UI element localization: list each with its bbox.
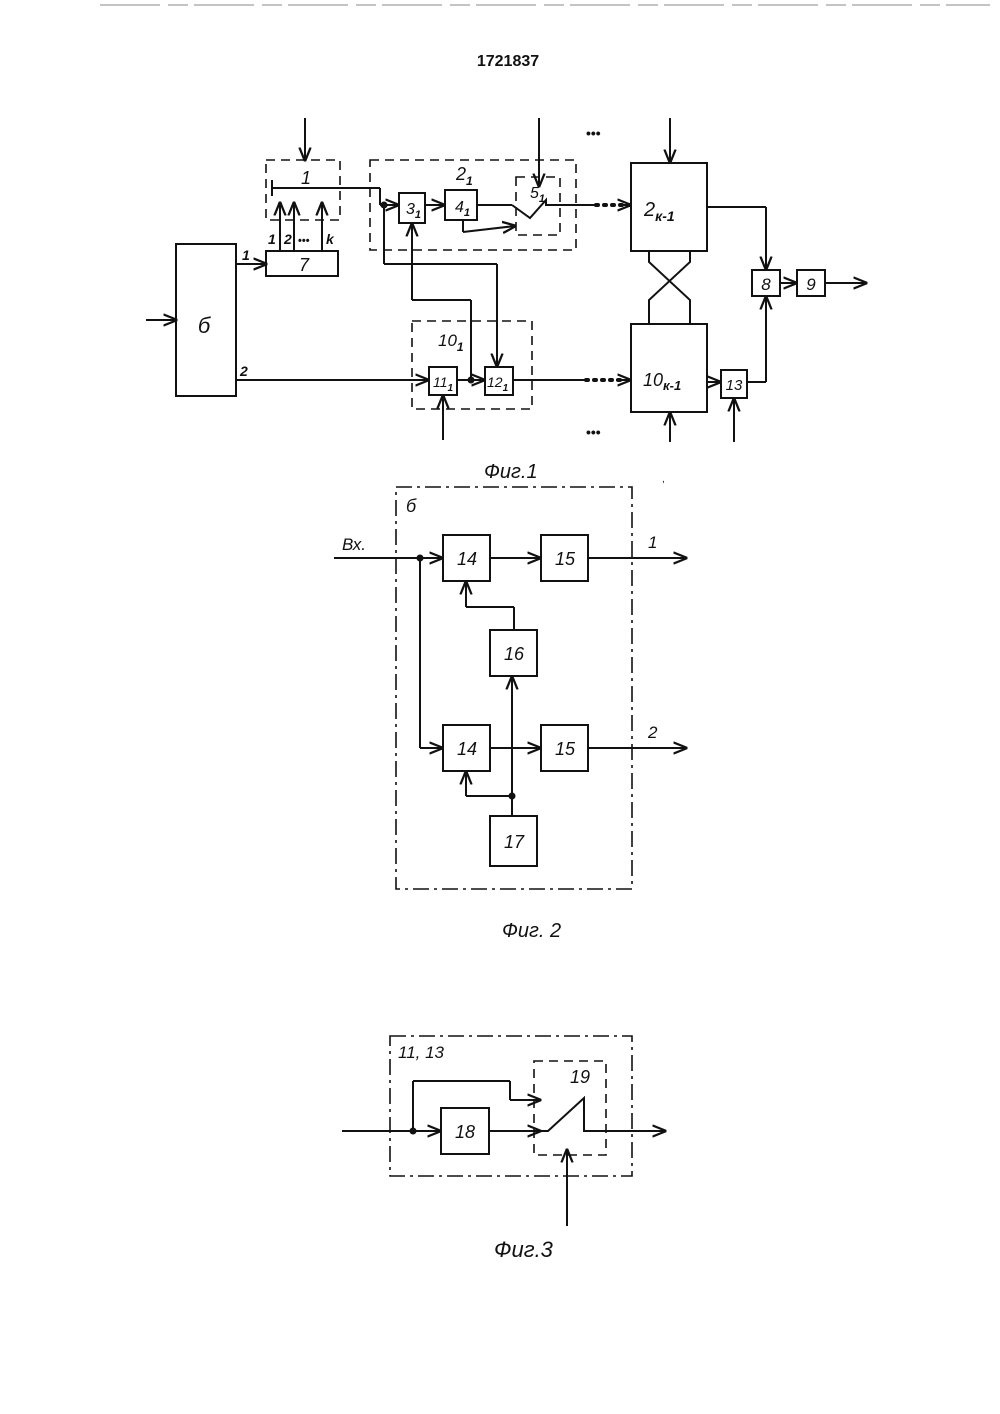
figure-1: 1 1 2 ••• k 7 б 1 2 21: [146, 118, 866, 483]
block-7-label: 7: [299, 255, 310, 275]
fig2-out-1: 1: [648, 533, 657, 552]
block-1-label: 1: [301, 168, 311, 188]
block-16-label: 16: [504, 644, 525, 664]
block-19-label: 19: [570, 1067, 590, 1087]
fig2-out-2: 2: [647, 723, 658, 742]
figure-3: 11, 13 18 19 Фиг.3: [342, 1036, 665, 1262]
block-10-1-label: 101: [438, 331, 464, 354]
block-14-top-label: 14: [457, 549, 477, 569]
block-15-bottom-label: 15: [555, 739, 576, 759]
bus-input-k: k: [326, 231, 335, 247]
cross-link-b: [649, 251, 690, 323]
cross-link-a: [649, 251, 690, 323]
bus-input-2: 2: [283, 231, 292, 247]
block-13-label: 13: [726, 377, 743, 394]
block-2-1-label: 21: [455, 164, 473, 188]
bus-input-dots: •••: [298, 235, 310, 247]
block-6-out-2: 2: [239, 363, 248, 379]
block-5-1-label: 51: [530, 185, 545, 205]
block-2-k-1: [631, 163, 707, 251]
fig1-bottom-ellipsis: •••: [586, 424, 601, 440]
svg-text:,: ,: [662, 474, 665, 485]
block-14-bottom-label: 14: [457, 739, 477, 759]
patent-number: 1721837: [477, 53, 539, 70]
fig1-top-ellipsis: •••: [586, 125, 601, 141]
block-8-label: 8: [761, 275, 771, 294]
bus-input-1: 1: [268, 231, 276, 247]
block-17-label: 17: [504, 832, 525, 852]
block-10-k-1: [631, 324, 707, 412]
fig1-caption: Фиг.1: [484, 461, 538, 483]
fig3-container-label: 11, 13: [398, 1043, 445, 1062]
block-6-out-1: 1: [242, 247, 250, 263]
block-9-label: 9: [806, 275, 816, 294]
fig2-container-label: б: [406, 496, 417, 516]
block-15-top-label: 15: [555, 549, 576, 569]
fig2-caption: Фиг. 2: [502, 920, 561, 942]
block-6-label: б: [198, 313, 212, 338]
fig2-input-label: Вх.: [342, 535, 366, 554]
fig3-caption: Фиг.3: [494, 1237, 554, 1262]
block-18-label: 18: [455, 1122, 475, 1142]
figure-2: б Вх. 14 15 1 16 14 15 2 17 Фиг. 2: [334, 487, 686, 942]
